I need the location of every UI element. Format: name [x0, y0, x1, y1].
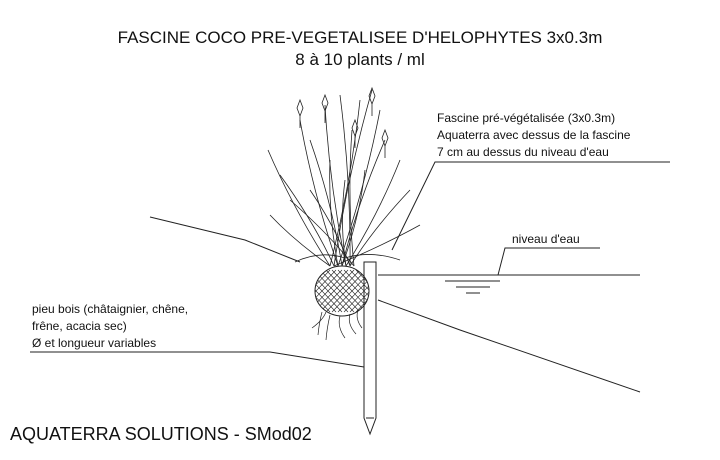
annotation-line: Aquaterra avec dessus de la fascine [437, 128, 631, 142]
drawing-title: FASCINE COCO PRE-VEGETALISEE D'HELOPHYTE… [117, 28, 603, 47]
wooden-stake [363, 261, 377, 436]
annotation-line: frêne, acacia sec) [32, 319, 127, 333]
annotation-line: Ø et longueur variables [32, 336, 157, 350]
left-bank-line [149, 216, 301, 263]
annotation-line: 7 cm au dessus du niveau d'eau [437, 145, 609, 159]
water-level-leader-line [497, 247, 600, 276]
fascine-leader-line [391, 161, 670, 251]
plant-blades [267, 86, 421, 267]
fascine-annotation: Fascine pré-végétalisée (3x0.3m) Aquater… [437, 110, 630, 161]
plant-roots [311, 309, 363, 341]
water-level-annotation: niveau d'eau [512, 232, 580, 246]
annotation-line: Fascine pré-végétalisée (3x0.3m) [437, 111, 616, 125]
coir-fascine [314, 265, 370, 317]
water-level-symbol [445, 280, 500, 294]
drawing-subtitle: 8 à 10 plants / ml [295, 50, 425, 69]
annotation-line: pieu bois (châtaignier, chêne, [32, 302, 189, 316]
stake-annotation: pieu bois (châtaignier, chêne, frêne, ac… [32, 301, 188, 352]
stake-leader-line [30, 351, 365, 368]
footer-reference: AQUATERRA SOLUTIONS - SMod02 [10, 424, 312, 444]
underwater-slope-line [377, 299, 641, 393]
